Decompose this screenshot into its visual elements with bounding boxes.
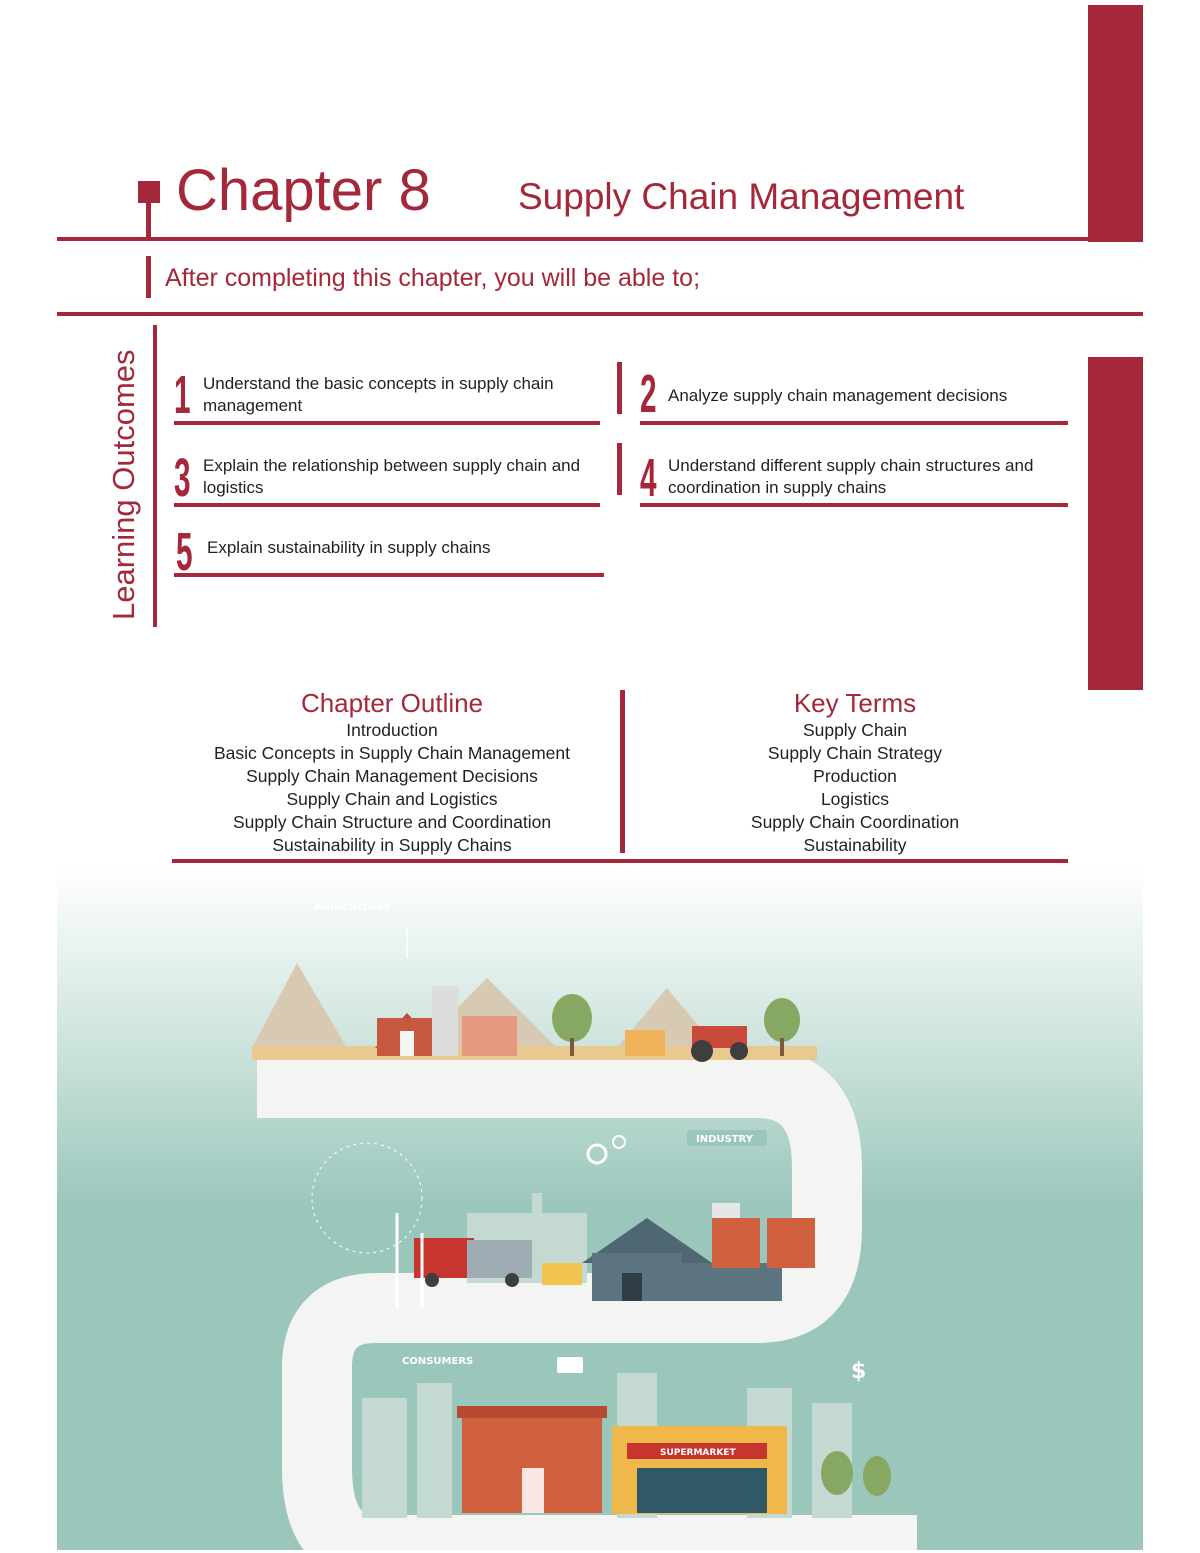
key-term: Supply Chain <box>802 720 908 740</box>
intro-marker <box>146 256 151 298</box>
supply-chain-illustration: AGRICULTURE INDUSTRY S <box>57 868 1143 1550</box>
outline-list: Introduction Basic Concepts in Supply Ch… <box>172 719 612 857</box>
learning-outcomes-rule <box>153 325 157 627</box>
outcome-rule <box>174 503 600 507</box>
outcome-divider <box>617 443 622 495</box>
right-side-block <box>1088 357 1143 690</box>
title-marker-stem <box>146 200 151 240</box>
outcome-text: Explain the relationship between supply … <box>203 456 581 497</box>
outline-title: Chapter Outline <box>300 688 484 718</box>
key-terms-title: Key Terms <box>793 688 917 718</box>
supermarket-label: SUPERMARKET <box>660 1448 736 1458</box>
outcome-number: 1 <box>174 365 191 425</box>
outline-item: Supply Chain Structure and Coordination <box>232 812 552 832</box>
winding-road <box>257 1048 917 1550</box>
consumers-label: CONSUMERS <box>402 1356 473 1367</box>
outcome-text: Explain sustainability in supply chains <box>207 538 491 557</box>
outcome-divider <box>617 362 622 414</box>
top-right-vertical-bar <box>1088 5 1143 242</box>
learning-outcomes-label: Learning Outcomes <box>106 349 141 620</box>
title-rule <box>57 237 1116 241</box>
outcome-rule <box>640 503 1068 507</box>
outcome-rule <box>174 573 604 577</box>
outcome-text: Understand the basic concepts in supply … <box>203 374 554 415</box>
outcome-number: 4 <box>640 448 657 508</box>
outcome-number: 5 <box>176 522 193 582</box>
outline-divider <box>620 690 625 853</box>
outline-item: Introduction <box>346 720 438 740</box>
key-term: Supply Chain Strategy <box>767 743 943 763</box>
agriculture-label: AGRICULTURE <box>314 902 391 913</box>
key-term: Production <box>813 766 897 786</box>
outcome-rule <box>640 421 1068 425</box>
outcome-rule <box>174 421 600 425</box>
key-terms-list: Supply Chain Supply Chain Strategy Produ… <box>655 719 1055 857</box>
consumers-scene: SUPERMARKET $ CONSUMERS <box>362 1356 891 1518</box>
outline-bottom-rule <box>172 859 1068 863</box>
chapter-title: Supply Chain Management <box>518 176 965 217</box>
intro-text: After completing this chapter, you will … <box>165 264 701 292</box>
industry-label: INDUSTRY <box>696 1134 754 1145</box>
outline-item: Sustainability in Supply Chains <box>272 835 512 855</box>
industry-scene: INDUSTRY <box>311 1130 815 1308</box>
intro-rule <box>57 312 1143 316</box>
key-term: Supply Chain Coordination <box>750 812 960 832</box>
agriculture-scene: AGRICULTURE <box>252 902 817 1062</box>
outcome-text: Analyze supply chain management decision… <box>668 386 1008 405</box>
outcome-text: Understand different supply chain struct… <box>668 456 1034 497</box>
key-term: Logistics <box>820 789 890 809</box>
outline-item: Supply Chain Management Decisions <box>246 766 538 786</box>
outcome-number: 2 <box>640 364 657 424</box>
dollar-icon: $ <box>851 1359 866 1384</box>
outline-item: Basic Concepts in Supply Chain Managemen… <box>213 743 571 763</box>
key-term: Sustainability <box>803 835 907 855</box>
chapter-number: Chapter 8 <box>176 158 431 223</box>
title-marker-square <box>138 181 160 203</box>
outcome-number: 3 <box>174 448 191 508</box>
outline-item: Supply Chain and Logistics <box>286 789 498 809</box>
